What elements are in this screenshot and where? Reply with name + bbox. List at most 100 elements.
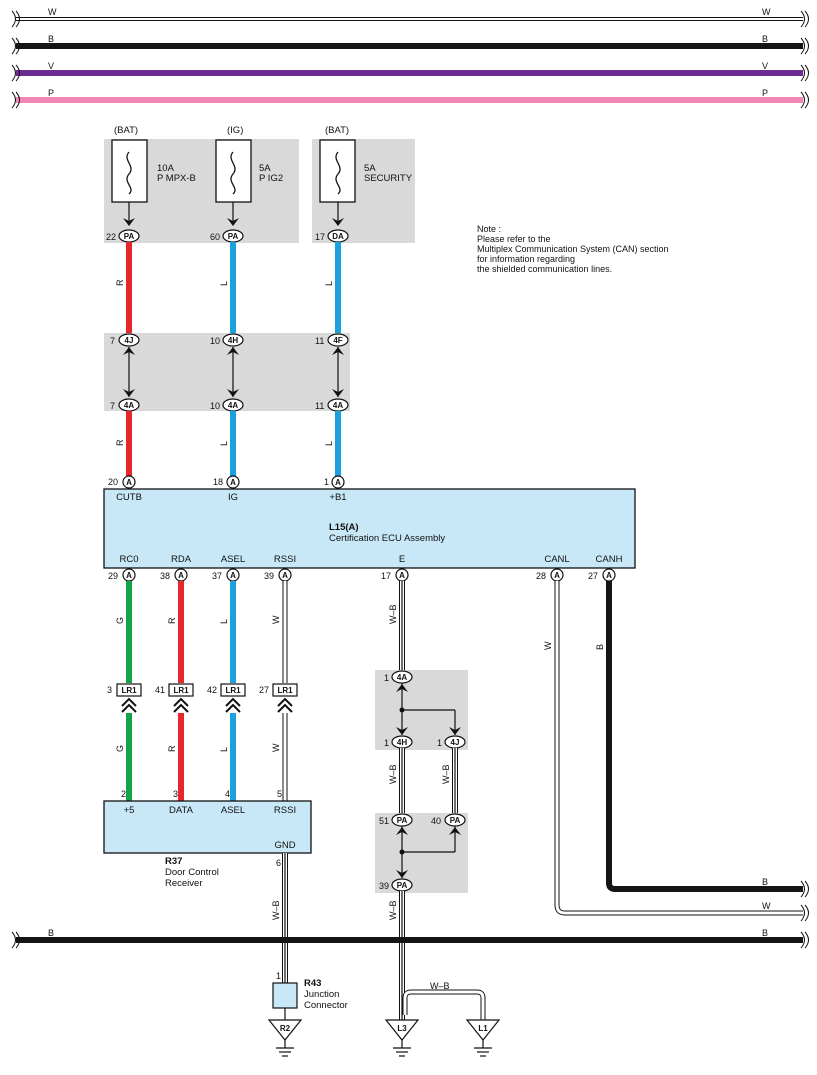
ground-label-l3: L3 [397, 1024, 407, 1033]
receiver-label-gnd: GND [274, 840, 295, 851]
lj-conn-4j: 4J [451, 738, 460, 747]
fuse-3-icon [335, 151, 341, 195]
ecu-top-pins [122, 475, 345, 489]
ecu-label-rc0: RC0 [119, 554, 138, 565]
junction-connector-box [272, 982, 298, 1009]
lr1-conn-1: LR1 [121, 686, 137, 695]
wire-label-l-1: L [219, 281, 229, 286]
receiver-label-rssi: RSSI [274, 805, 296, 816]
fuse-3-rating: 5A [364, 163, 376, 174]
junction-connector-line1: Junction [304, 989, 339, 1000]
fuse-2-conn: PA [228, 232, 239, 241]
lj-conn-pa-1: PA [397, 816, 408, 825]
wire-label-wb-j1: W–B [388, 764, 398, 784]
bus-label-p-left: P [48, 88, 54, 98]
svg-text:for information regarding: for information regarding [477, 254, 575, 264]
bus-label-bottom-b-left: B [48, 928, 54, 938]
bus-label-p-right: P [762, 88, 768, 98]
bus-label-b-right: B [762, 34, 768, 44]
fuse-1-icon [126, 151, 132, 195]
fuse-1-name: P MPX-B [157, 173, 196, 184]
lr1-conn-3: LR1 [225, 686, 241, 695]
ecu-label-canh: CANH [596, 554, 623, 565]
uj-top-pin-2: 10 [210, 336, 220, 346]
wire-label-l-6: L [219, 747, 229, 752]
wire-label-l-5: L [219, 619, 229, 624]
receiver-name-2: Receiver [165, 878, 203, 889]
lj-pin-pa-2: 40 [431, 816, 441, 826]
wire-label-wb-j2: W–B [441, 764, 451, 784]
wire-label-r-3: R [167, 617, 177, 624]
ecu-bot-pin-4: 39 [264, 571, 274, 581]
ecu-label-rssi: RSSI [274, 554, 296, 565]
wire-label-wb-l1: W–B [430, 981, 450, 991]
fuse-3-body [319, 139, 356, 203]
ecu-top-conn-1: A [126, 478, 132, 487]
fuse-2-name: P IG2 [259, 173, 283, 184]
ecu-bot-pin-2: 38 [160, 571, 170, 581]
receiver-pin-2: 3 [173, 789, 178, 799]
fuse-1-body [111, 139, 148, 203]
wire-label-wb-rcv: W–B [271, 900, 281, 920]
ecu-bot-conn-5: A [399, 571, 405, 580]
fuse-2-pin: 60 [210, 232, 220, 242]
wire-label-wb-e: W–B [388, 604, 398, 624]
wire-label-w-canl: W [543, 641, 553, 650]
ecu-bot-pin-6: 28 [536, 571, 546, 581]
wire-canl [554, 581, 803, 916]
lj-pin-4h: 1 [384, 738, 389, 748]
uj-top-conn-2: 4H [228, 336, 238, 345]
uj-bot-pin-2: 10 [210, 401, 220, 411]
top-bus-group [11, 10, 809, 109]
ecu-top-pin-3: 1 [324, 477, 329, 487]
wire-label-g-1: G [115, 617, 125, 624]
fuse-3-conn: DA [332, 232, 344, 241]
ecu-bot-conn-2: A [178, 571, 184, 580]
ecu-label-asel: ASEL [221, 554, 245, 565]
ground-label-l1: L1 [478, 1024, 488, 1033]
receiver-gnd-pin: 6 [276, 858, 281, 868]
uj-top-conn-1: 4J [125, 336, 134, 345]
fuse-3-pin: 17 [315, 232, 325, 242]
lj-conn-pa-2: PA [450, 816, 461, 825]
receiver-label-5v: +5 [124, 805, 135, 816]
wire-label-l-2: L [324, 281, 334, 286]
ecu-top-pin-1: 20 [108, 477, 118, 487]
ecu-label-canl: CANL [544, 554, 569, 565]
ecu-label-e: E [399, 554, 405, 565]
ground-icon-l1 [465, 1019, 501, 1057]
receiver-code: R37 [165, 856, 182, 867]
wire-e-3 [399, 891, 486, 1020]
ecu-code: L15(A) [329, 522, 359, 533]
uj-bot-pin-3: 11 [315, 401, 324, 411]
lj-conn-4a: 4A [397, 673, 407, 682]
uj-bot-conn-2: 4A [228, 401, 238, 410]
fuse-3-name: SECURITY [364, 173, 413, 184]
receiver-label-asel: ASEL [221, 805, 245, 816]
receiver-label-data: DATA [169, 805, 194, 816]
ground-label-r2: R2 [280, 1024, 291, 1033]
uj-bot-pin-1: 7 [110, 401, 115, 411]
ecu-bot-conn-7: A [606, 571, 612, 580]
ground-icon-l3 [384, 1019, 420, 1057]
ecu-bot-conn-1: A [126, 571, 132, 580]
ecu-bot-pin-7: 27 [588, 571, 598, 581]
lj-pin-pa-3: 39 [379, 881, 389, 891]
lr1-pin-2: 41 [155, 685, 165, 695]
ecu-label-b1: +B1 [329, 492, 346, 503]
wire-label-l-3: L [219, 441, 229, 446]
junction-connector-pin: 1 [276, 971, 281, 981]
note-text: Note : Please refer to the Multiplex Com… [477, 224, 669, 274]
wire-canh [606, 581, 803, 892]
ecu-box [103, 488, 636, 569]
wire-label-l-4: L [324, 441, 334, 446]
bus-label-v-right: V [762, 61, 768, 71]
bus-label-canh-right: B [762, 877, 768, 887]
svg-text:Multiplex Communication System: Multiplex Communication System (CAN) sec… [477, 244, 669, 254]
receiver-pin-3: 4 [225, 789, 230, 799]
wire-label-r-2: R [115, 439, 125, 446]
ecu-bot-conn-3: A [230, 571, 236, 580]
ecu-label-ig: IG [228, 492, 238, 503]
receiver-pin-1: 2 [121, 789, 126, 799]
ecu-bot-conn-6: A [554, 571, 560, 580]
